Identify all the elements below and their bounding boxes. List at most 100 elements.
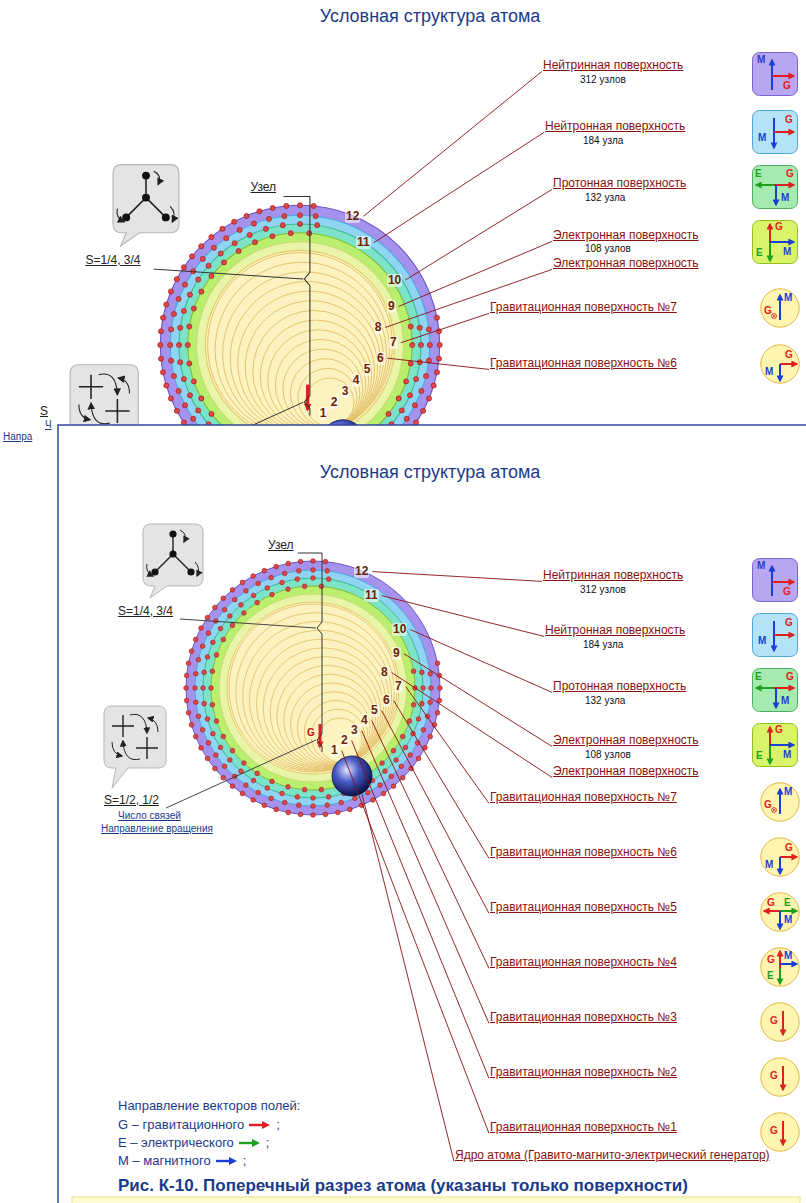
annotation-note: Направление вращения (101, 823, 213, 835)
surface-node-dot (158, 356, 163, 361)
surface-node-dot (400, 734, 405, 739)
surface-node-dot (371, 798, 376, 803)
vector-letter: G (775, 724, 783, 736)
gravitational-surface (304, 700, 367, 763)
vector-arrow (779, 789, 781, 814)
field-vector-icon: MG (760, 288, 800, 328)
surface-node-dot (160, 370, 165, 375)
icon-box (753, 53, 798, 96)
legend-row: E – электрического; (118, 1134, 280, 1152)
surface-node-dot (199, 626, 204, 631)
field-vector-icon: MG (760, 782, 800, 822)
callout-number: 7 (394, 680, 403, 693)
legend-text: E – электрического (118, 1135, 234, 1151)
surface-node-dot (380, 761, 385, 766)
surface-node-dot (383, 769, 388, 774)
surface-node-dot (201, 686, 206, 691)
surface-node-dot (428, 671, 433, 676)
surface-node-dot (414, 377, 419, 382)
surface-node-dot (282, 214, 287, 219)
callout-number: 10 (387, 274, 402, 287)
surface-node-dot (251, 593, 256, 598)
vector-dot (773, 315, 775, 317)
surface-label: Нейтринная поверхность (543, 58, 683, 72)
surface-node-dot (252, 240, 257, 245)
surface-node-dot (184, 673, 189, 678)
node-count: 184 узла (583, 135, 623, 147)
leader-line (401, 313, 489, 342)
figure-panel (58, 425, 806, 1203)
icon-circle (761, 1003, 799, 1041)
surface-node-dot (428, 700, 433, 705)
annotation-note: Напра (3, 431, 32, 443)
surface-node-dot (297, 221, 302, 226)
surface-node-dot (181, 377, 186, 382)
leader-line (385, 269, 552, 327)
surface-node-dot (265, 786, 270, 791)
surface-node-dot (269, 575, 274, 580)
surface-node-dot (435, 710, 440, 715)
gravitational-surface (306, 378, 354, 426)
leader-line (392, 673, 552, 778)
gravitational-surface (311, 709, 365, 763)
surface-node-dot (202, 701, 207, 706)
surface-label: Электронная поверхность (553, 733, 699, 747)
vector-arrow (772, 75, 794, 77)
gravitational-surface (275, 339, 365, 429)
leader-line (362, 794, 454, 1161)
legend-text: M – магнитного (118, 1153, 211, 1169)
vector-letter: M (783, 749, 791, 761)
surface-node-dot (158, 329, 163, 334)
vector-arrow (772, 581, 794, 583)
field-vector-icon: MG (752, 558, 798, 602)
bond-cross (79, 375, 103, 399)
surface-node-dot (191, 416, 196, 421)
callout-number: 5 (363, 363, 372, 376)
icon-circle (761, 289, 799, 327)
surface-node-dot (315, 223, 320, 228)
bond-line (173, 554, 191, 572)
leader-line (180, 619, 316, 628)
surface-node-dot (396, 396, 401, 401)
annotation-label: Узел (251, 180, 277, 194)
node-count: 184 узла (583, 639, 623, 651)
vector-arrow (769, 727, 771, 745)
surface-node-dot (206, 631, 211, 636)
surface-node-dot (298, 559, 303, 564)
vector-arrow (774, 131, 794, 133)
surface-node-dot (232, 597, 237, 602)
surface-node-dot (230, 623, 235, 628)
surface-node-dot (168, 342, 173, 347)
surface-node-dot (427, 342, 432, 347)
surface-label: Гравитационная поверхность №2 (490, 1065, 677, 1079)
figure-caption: Рис. К-10. Поперечный разрез атома (указ… (118, 1176, 688, 1196)
field-vector-icon: EGM (752, 165, 798, 209)
field-vector-icon: GME (760, 947, 800, 987)
surface-node-dot (196, 408, 201, 413)
surface-node-dot (209, 411, 214, 416)
vector-letter: G (785, 114, 793, 126)
icon-shape (760, 1112, 800, 1152)
surface-node-dot (391, 784, 396, 789)
node-bracket (284, 197, 310, 416)
vector-arrow (779, 911, 781, 929)
vector-arrow (769, 224, 771, 242)
callout-number: 12 (345, 210, 360, 223)
icon-box (753, 111, 798, 154)
leader-line (405, 189, 552, 280)
surface-node-dot (187, 324, 192, 329)
surface-node-dot (284, 203, 289, 208)
node-bracket (298, 553, 322, 752)
surface-node-dot (251, 798, 256, 803)
surface-node-dot (218, 251, 223, 256)
surface-node-dot (240, 791, 245, 796)
surface-node-dot (407, 719, 412, 724)
surface-node-dot (386, 411, 391, 416)
field-vector-icon: GEM (752, 220, 798, 264)
vector-arrow (779, 968, 781, 984)
surface-node-dot (435, 661, 440, 666)
surface-node-dot (193, 686, 198, 691)
vector-letter: M (765, 859, 773, 871)
vector-dot (773, 809, 775, 811)
vector-letter: G (783, 80, 791, 92)
